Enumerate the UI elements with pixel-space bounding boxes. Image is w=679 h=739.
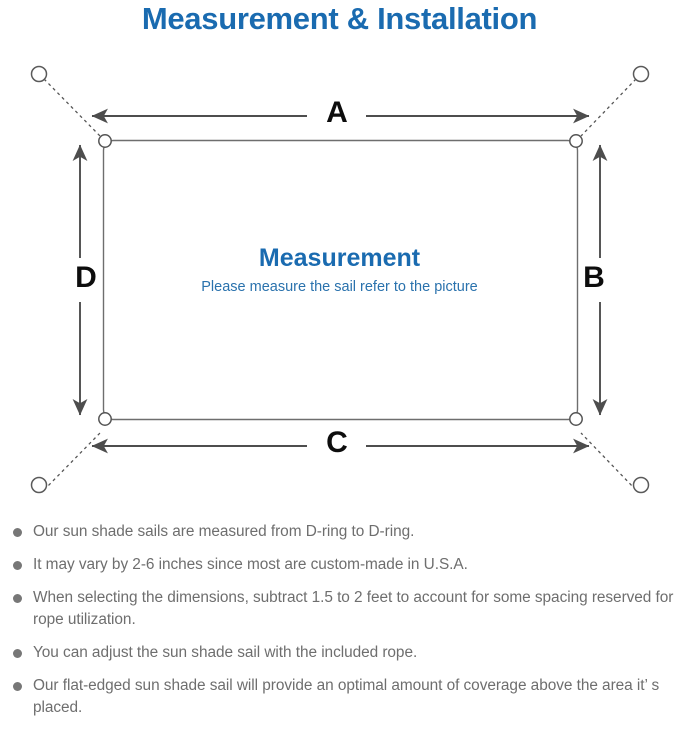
dimension-label-d: D — [75, 261, 97, 294]
d-rings — [98, 134, 583, 426]
bullet-icon — [13, 528, 22, 537]
dimension-label-c: C — [326, 426, 348, 459]
bullet-icon — [13, 649, 22, 658]
bullet-icon — [13, 594, 22, 603]
notes-list: Our sun shade sails are measured from D-… — [0, 521, 679, 730]
list-item-text: You can adjust the sun shade sail with t… — [33, 644, 418, 661]
list-item: You can adjust the sun shade sail with t… — [0, 642, 679, 664]
list-item-text: Our flat-edged sun shade sail will provi… — [33, 677, 660, 716]
shade-sail-measurement-diagram: A B C D Measurement Please measure the s… — [0, 50, 679, 520]
list-item: It may vary by 2-6 inches since most are… — [0, 554, 679, 576]
bullet-icon — [13, 561, 22, 570]
dimension-label-a: A — [326, 96, 348, 129]
anchor-ring-bottom-left — [30, 476, 48, 494]
list-item: Our sun shade sails are measured from D-… — [0, 521, 679, 543]
anchor-ring-bottom-right — [632, 476, 650, 494]
anchor-rings — [30, 65, 650, 494]
list-item-text: It may vary by 2-6 inches since most are… — [33, 556, 468, 573]
list-item: Our flat-edged sun shade sail will provi… — [0, 675, 679, 719]
rope-top-right — [580, 78, 637, 137]
rope-bottom-right — [580, 432, 637, 491]
list-item-text: When selecting the dimensions, subtract … — [33, 589, 674, 628]
d-ring-bottom-right — [569, 412, 583, 426]
anchor-ring-top-right — [632, 65, 650, 83]
d-ring-top-left — [98, 134, 112, 148]
list-item-text: Our sun shade sails are measured from D-… — [33, 523, 415, 540]
diagram-svg — [30, 65, 650, 494]
d-ring-bottom-left — [98, 412, 112, 426]
list-item: When selecting the dimensions, subtract … — [0, 587, 679, 631]
anchor-ring-top-left — [30, 65, 48, 83]
dimension-label-b: B — [583, 261, 605, 294]
page-title: Measurement & Installation — [141, 1, 538, 36]
d-ring-top-right — [569, 134, 583, 148]
rope-top-left — [43, 78, 101, 137]
sail-body — [102, 139, 579, 421]
rope-connectors — [43, 78, 637, 491]
rope-bottom-left — [43, 432, 101, 491]
bullet-icon — [13, 682, 22, 691]
